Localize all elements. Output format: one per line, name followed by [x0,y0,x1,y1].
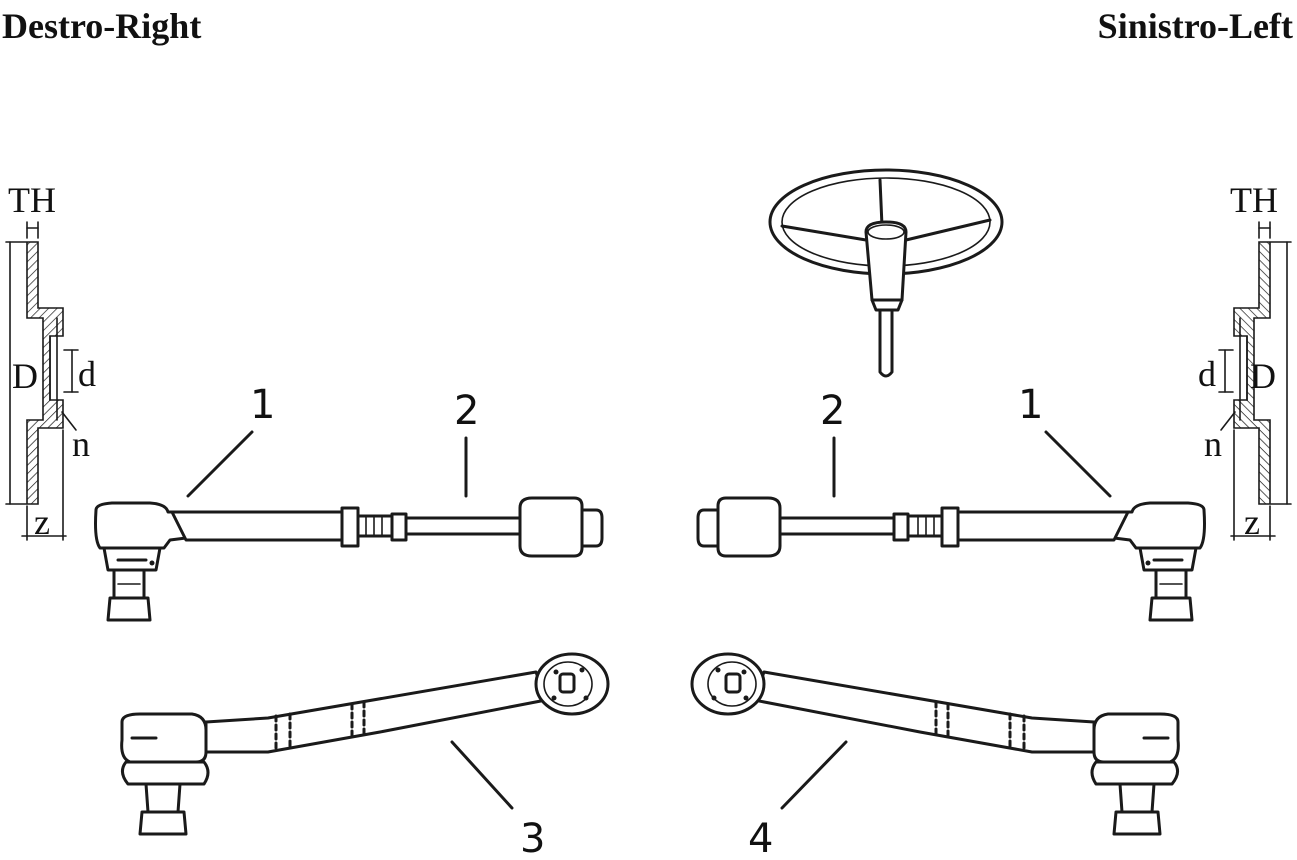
title-sinistro-left: Sinistro-Left [1097,6,1293,46]
part-number-4: 4 [748,816,773,860]
part-number-1-right: 1 [250,382,275,428]
label-z-right-side: z [34,502,50,542]
tie-rod-bent-left [690,652,1180,836]
label-d-right-side: d [78,354,96,394]
tie-rod-straight-right [94,496,604,622]
label-d-left-side: d [1198,354,1216,394]
label-n-right-side: n [72,424,90,464]
part-number-2-left: 2 [820,388,845,434]
part-number-3: 3 [520,816,545,860]
label-n-left-side: n [1204,424,1222,464]
leader-line-1-left [1044,430,1112,498]
part-number-2-right: 2 [454,388,479,434]
tie-rod-bent-right [120,652,610,836]
label-th-right-side: TH [8,180,56,220]
part-number-1-left: 1 [1018,382,1043,428]
label-th-left-side: TH [1230,180,1278,220]
leader-line-3 [450,740,514,810]
leader-line-1-right [186,430,254,498]
steering-wheel-icon [768,168,1004,378]
tie-rod-straight-left [696,496,1206,622]
label-z-left-side: z [1244,502,1260,542]
title-destro-right: Destro-Right [2,6,202,46]
leader-line-4 [780,740,848,810]
label-D-left-side: D [1250,356,1276,396]
label-D-right-side: D [12,356,38,396]
